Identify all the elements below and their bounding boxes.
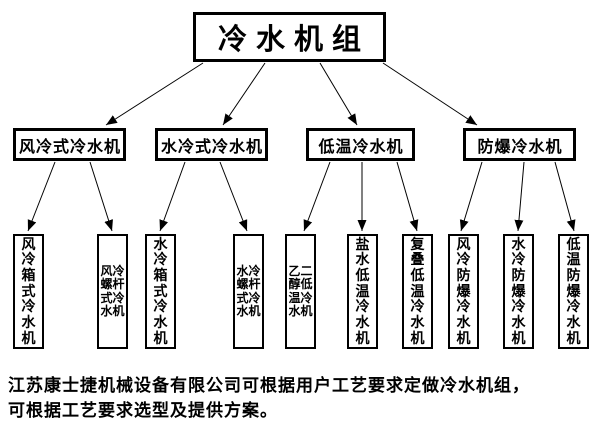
leaf-glycol-low-temp-chiller-label: 乙二醇低温冷水机 xyxy=(288,263,313,318)
leaf-water-cooled-explosion-proof-chiller: 水冷防爆冷水机 xyxy=(503,234,534,349)
footer-note-line1: 江苏康士捷机械设备有限公司可根据用户工艺要求定做冷水机组， xyxy=(8,376,530,395)
footer-note: 江苏康士捷机械设备有限公司可根据用户工艺要求定做冷水机组， 可根据工艺要求选型及… xyxy=(8,373,596,423)
branch-explosion-proof-chiller-label: 防爆冷水机 xyxy=(477,138,563,156)
leaf-air-cooled-explosion-proof-chiller: 风冷防爆冷水机 xyxy=(448,234,479,349)
branch-air-cooled-chiller-label: 风冷式冷水机 xyxy=(18,138,121,156)
leaf-air-cooled-screw-chiller: 风冷螺杆式冷水机 xyxy=(97,234,128,349)
leaf-water-cooled-screw-chiller-label: 水冷螺杆式冷水机 xyxy=(236,263,261,318)
leaf-glycol-low-temp-chiller: 乙二醇低温冷水机 xyxy=(285,234,316,349)
leaf-water-cooled-screw-chiller: 水冷螺杆式冷水机 xyxy=(233,234,264,349)
node-chiller-unit-root: 冷水机组 xyxy=(193,12,386,62)
branch-air-cooled-chiller: 风冷式冷水机 xyxy=(13,128,126,161)
leaf-cascade-low-temp-chiller-label: 复叠低温冷水机 xyxy=(410,235,425,346)
branch-low-temp-chiller: 低温冷水机 xyxy=(306,128,415,161)
leaf-water-cooled-box-chiller-label: 水冷箱式冷水机 xyxy=(153,235,168,346)
leaf-air-cooled-box-chiller-label: 风冷箱式冷水机 xyxy=(21,235,36,346)
branch-low-temp-chiller-label: 低温冷水机 xyxy=(318,138,404,156)
footer-note-line2: 可根据工艺要求选型及提供方案。 xyxy=(8,401,278,420)
leaf-cascade-low-temp-chiller: 复叠低温冷水机 xyxy=(402,234,433,349)
branch-explosion-proof-chiller: 防爆冷水机 xyxy=(463,128,576,161)
leaf-air-cooled-screw-chiller-label: 风冷螺杆式冷水机 xyxy=(100,263,125,318)
leaf-low-temp-explosion-proof-chiller: 低温防爆冷水机 xyxy=(558,234,589,349)
branch-water-cooled-chiller: 水冷式冷水机 xyxy=(155,128,268,161)
leaf-brine-low-temp-chiller-label: 盐水低温冷水机 xyxy=(355,235,370,346)
leaf-water-cooled-explosion-proof-chiller-label: 水冷防爆冷水机 xyxy=(511,235,526,346)
leaf-water-cooled-box-chiller: 水冷箱式冷水机 xyxy=(145,234,176,349)
branch-water-cooled-chiller-label: 水冷式冷水机 xyxy=(160,138,263,156)
node-chiller-unit-root-label: 冷水机组 xyxy=(217,24,370,56)
leaf-low-temp-explosion-proof-chiller-label: 低温防爆冷水机 xyxy=(566,235,581,346)
leaf-brine-low-temp-chiller: 盐水低温冷水机 xyxy=(347,234,378,349)
leaf-air-cooled-box-chiller: 风冷箱式冷水机 xyxy=(13,234,44,349)
leaf-air-cooled-explosion-proof-chiller-label: 风冷防爆冷水机 xyxy=(456,235,471,346)
